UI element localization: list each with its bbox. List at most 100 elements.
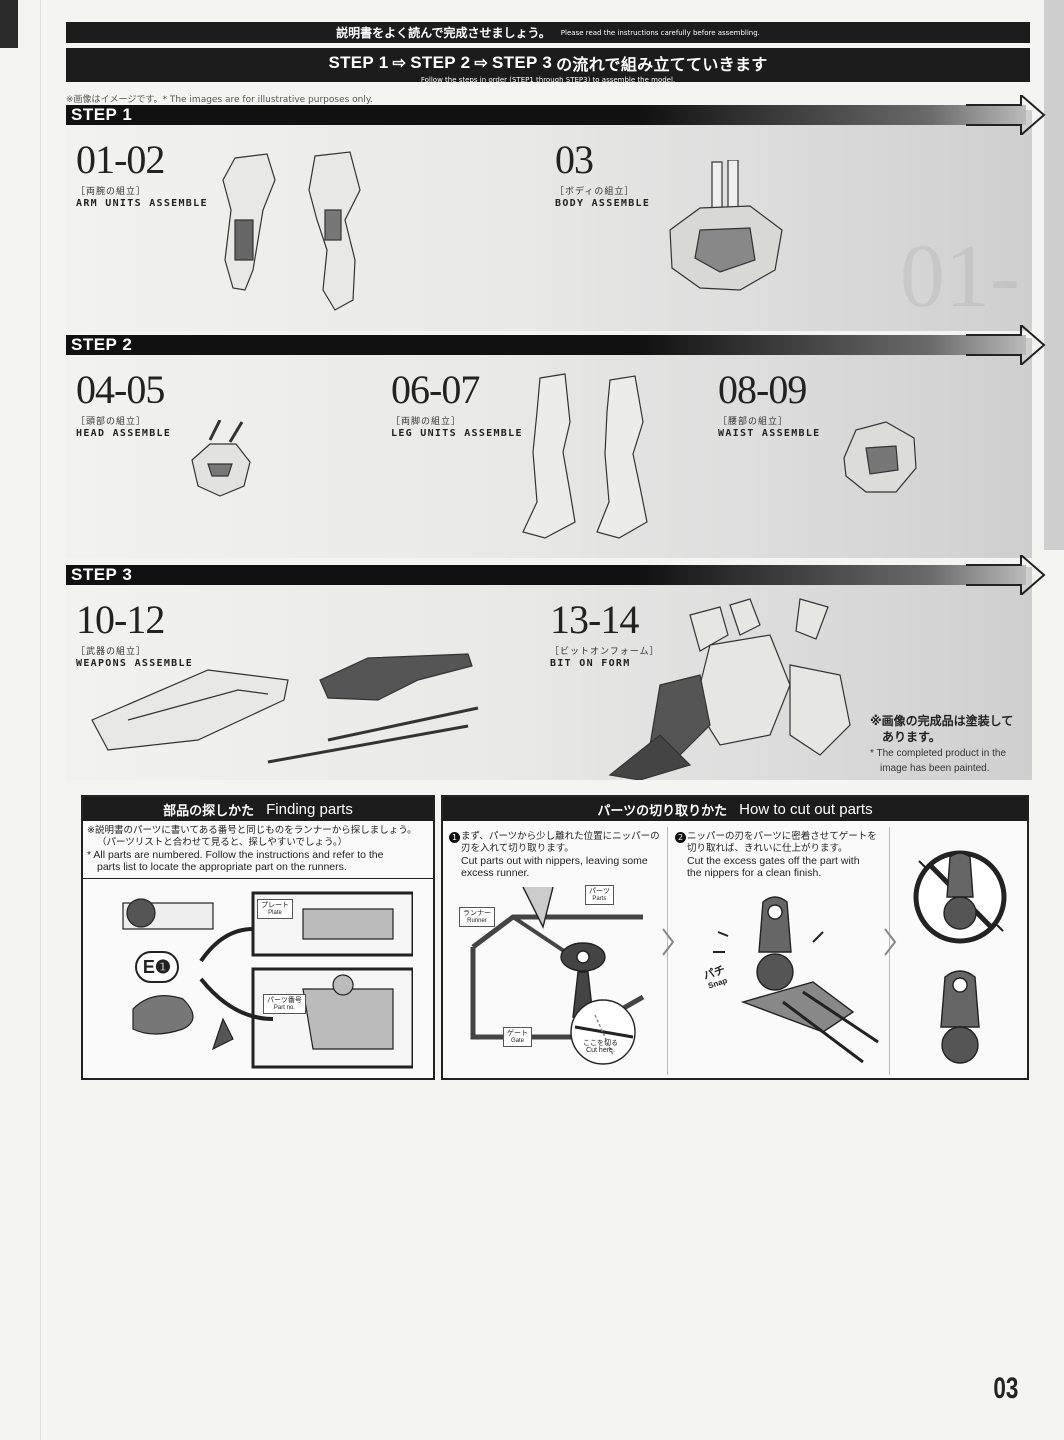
step2-label: STEP 2 bbox=[66, 335, 1026, 355]
parts-tag-en: Parts bbox=[592, 896, 607, 902]
step1-panel bbox=[66, 110, 1032, 331]
plate-tag-jp: プレート bbox=[261, 901, 289, 909]
flow-step3: STEP 3 bbox=[492, 53, 553, 72]
step-item-body: 03 ［ボディの組立］ BODY ASSEMBLE bbox=[555, 137, 651, 210]
flow-title: STEP 1 ⇨ STEP 2 ⇨ STEP 3 の流れで組み立てていきます bbox=[66, 51, 1030, 75]
arm-units-illustration bbox=[222, 151, 361, 311]
runner-tag-en: Runner bbox=[467, 918, 487, 924]
step2-number-icon: 2 bbox=[675, 832, 686, 843]
step2-bar: STEP 2 bbox=[66, 325, 1046, 365]
plate-tag: プレート Plate bbox=[257, 899, 293, 919]
painted-note-jp-2: あります。 bbox=[882, 730, 941, 744]
finding-title-jp: 部品の探しかた bbox=[163, 803, 255, 819]
flow-arrow-icon: ⇨ bbox=[392, 55, 407, 72]
parts-tag: パーツ Parts bbox=[585, 885, 614, 905]
step1-bar: STEP 1 bbox=[66, 95, 1046, 135]
plate-tag-en: Plate bbox=[268, 910, 282, 916]
waist-illustration bbox=[843, 421, 917, 493]
step-jp-label: ［頭部の組立］ bbox=[76, 417, 147, 427]
step-number: 01-02 bbox=[76, 137, 165, 182]
cut-step2-jp-1: ニッパーの刃をパーツに密着させてゲートを bbox=[687, 831, 877, 842]
completed-model-illustration bbox=[608, 598, 851, 780]
runner-tag: ランナー Runner bbox=[459, 907, 495, 927]
step-en-label: BIT ON FORM bbox=[550, 658, 631, 669]
column-divider bbox=[667, 827, 668, 1075]
flow-banner: STEP 1 ⇨ STEP 2 ⇨ STEP 3 の流れで組み立てていきます F… bbox=[66, 48, 1030, 84]
flow-step2: STEP 2 bbox=[410, 53, 471, 72]
cut-here-en: Cut here. bbox=[586, 1047, 615, 1054]
finding-title-en: Finding parts bbox=[266, 800, 353, 818]
step-arrow-icon bbox=[966, 325, 1046, 365]
image-note: ※画像はイメージです。* The images are for illustra… bbox=[66, 95, 373, 105]
nipper-runner-illustration bbox=[470, 887, 645, 1065]
cut-step1-en-1: Cut parts out with nippers, leaving some bbox=[461, 855, 648, 867]
flow-arrow-icon: ⇨ bbox=[474, 55, 489, 72]
step1-label: STEP 1 bbox=[66, 105, 1026, 125]
step-arrow-icon bbox=[966, 555, 1046, 595]
finding-parts-box: 部品の探しかた Finding parts ※説明書のパーツに書いてある番号と同… bbox=[81, 795, 435, 1080]
step-en-label: LEG UNITS ASSEMBLE bbox=[391, 428, 523, 439]
painted-note-jp-1: ※画像の完成品は塗装して bbox=[870, 714, 1014, 728]
nipper-gate-illustration bbox=[713, 896, 879, 1064]
gate-tag: ゲート Gate bbox=[503, 1027, 532, 1047]
cut-step1-jp-1: まず、パーツから少し離れた位置にニッパーの bbox=[461, 831, 660, 842]
step3-label: STEP 3 bbox=[66, 565, 1026, 585]
step-number: 13-14 bbox=[550, 597, 639, 642]
step-item-weapons: 10-12 ［武器の組立］ WEAPONS ASSEMBLE bbox=[76, 597, 193, 670]
page-edge-line bbox=[40, 0, 41, 1440]
column-divider bbox=[889, 827, 890, 1075]
step-en-label: BODY ASSEMBLE bbox=[555, 198, 651, 209]
finding-en-1: * All parts are numbered. Follow the ins… bbox=[87, 849, 384, 861]
page-number: 03 bbox=[992, 1372, 1018, 1405]
body-illustration bbox=[669, 160, 783, 291]
cut-step1-en-2: excess runner. bbox=[461, 867, 530, 879]
instruction-jp: 説明書をよく読んで完成させましょう。 bbox=[336, 26, 551, 40]
finding-en-2: parts list to locate the appropriate par… bbox=[97, 861, 347, 873]
step3-bar: STEP 3 bbox=[66, 555, 1046, 595]
partno-tag: パーツ番号 Part no. bbox=[263, 994, 306, 1014]
head-illustration bbox=[191, 420, 251, 497]
step-jp-label: ［両腕の組立］ bbox=[76, 187, 147, 197]
finding-jp-2: （パーツリストと合わせて見ると、探しやすいでしょう。） bbox=[97, 837, 348, 848]
flow-step1: STEP 1 bbox=[328, 53, 389, 72]
cut-here-jp: ここを切る bbox=[583, 1039, 618, 1047]
step-jp-label: ［ビットオンフォーム］ bbox=[550, 647, 660, 657]
part-code-callout: E❶ bbox=[135, 951, 179, 983]
step-jp-label: ［両脚の組立］ bbox=[391, 417, 462, 427]
partno-tag-en: Part no. bbox=[273, 1005, 295, 1011]
step1-number-icon: 1 bbox=[449, 832, 460, 843]
step-en-label: ARM UNITS ASSEMBLE bbox=[76, 198, 208, 209]
instruction-en: Please read the instructions carefully b… bbox=[560, 28, 760, 37]
weapons-illustration bbox=[91, 653, 479, 764]
finding-diagram: E❶ プレート Plate パーツ番号 Part no. bbox=[83, 879, 433, 1074]
chevron-right-icon bbox=[884, 928, 897, 956]
finding-parts-header: 部品の探しかた Finding parts bbox=[83, 797, 433, 821]
cutting-title-en: How to cut out parts bbox=[739, 800, 873, 818]
parts-tag-jp: パーツ bbox=[589, 887, 610, 895]
step-jp-label: ［武器の組立］ bbox=[76, 647, 147, 657]
step-en-label: HEAD ASSEMBLE bbox=[76, 428, 172, 439]
painted-note-en-1: * The completed product in the bbox=[870, 748, 1007, 759]
painted-note-en-2: image has been painted. bbox=[880, 763, 990, 774]
finding-instructions: ※説明書のパーツに書いてある番号と同じものをランナーから探しましょう。 （パーツ… bbox=[83, 821, 433, 879]
flow-tail-jp: の流れで組み立てていきます bbox=[556, 55, 768, 74]
step-number: 10-12 bbox=[76, 597, 165, 642]
leg-units-illustration bbox=[522, 373, 648, 539]
cut-here-label: ここを切る Cut here. bbox=[583, 1039, 618, 1055]
step-item-legs: 06-07 ［両脚の組立］ LEG UNITS ASSEMBLE bbox=[391, 370, 523, 440]
step-number: 08-09 bbox=[718, 367, 807, 412]
step-en-label: WAIST ASSEMBLE bbox=[718, 428, 821, 439]
step-number: 03 bbox=[555, 137, 594, 182]
painted-note: ※画像の完成品は塗装して あります。 * The completed produ… bbox=[870, 713, 1040, 775]
instruction-banner: 説明書をよく読んで完成させましょう。 Please read the instr… bbox=[66, 22, 1030, 43]
cut-step2-en-2: the nippers for a clean finish. bbox=[687, 867, 822, 879]
step-jp-label: ［腰部の組立］ bbox=[718, 417, 789, 427]
gate-tag-en: Gate bbox=[510, 1038, 524, 1044]
step-jp-label: ［ボディの組立］ bbox=[555, 187, 635, 197]
correct-incorrect-illustration bbox=[913, 850, 1007, 1064]
cutting-parts-header: パーツの切り取りかた How to cut out parts bbox=[443, 797, 1027, 821]
step-item-waist: 08-09 ［腰部の組立］ WAIST ASSEMBLE bbox=[718, 367, 821, 440]
